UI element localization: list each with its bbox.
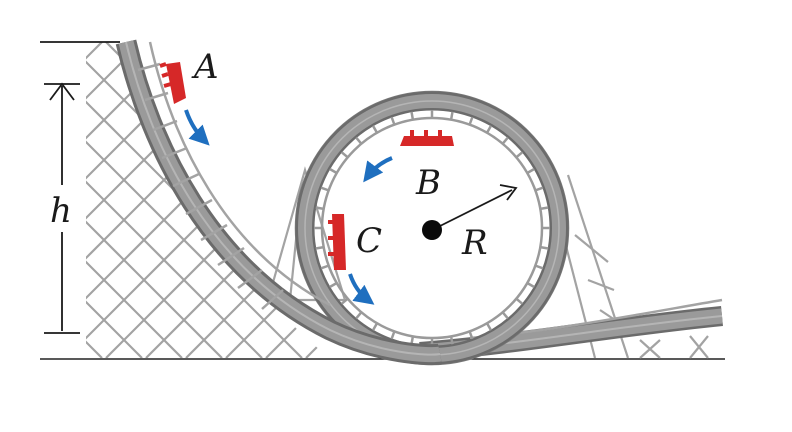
point-a-label: A — [191, 47, 219, 87]
blue-direction-arrow-icon — [348, 273, 375, 305]
descent-track — [115, 39, 443, 366]
roller-coaster-car-icon — [159, 62, 186, 104]
height-indicator — [40, 41, 120, 334]
height-label: h — [50, 191, 72, 231]
point-b-label: B — [415, 163, 441, 203]
loop-center-dot — [422, 220, 442, 240]
radius-indicator — [422, 184, 518, 240]
blue-direction-arrow-icon — [184, 109, 210, 146]
roller-coaster-car-icon — [400, 130, 454, 146]
blue-direction-arrow-icon — [363, 156, 393, 183]
roller-coaster-car-icon — [328, 214, 346, 270]
radius-label: R — [461, 223, 488, 263]
point-c-label: C — [356, 221, 382, 261]
